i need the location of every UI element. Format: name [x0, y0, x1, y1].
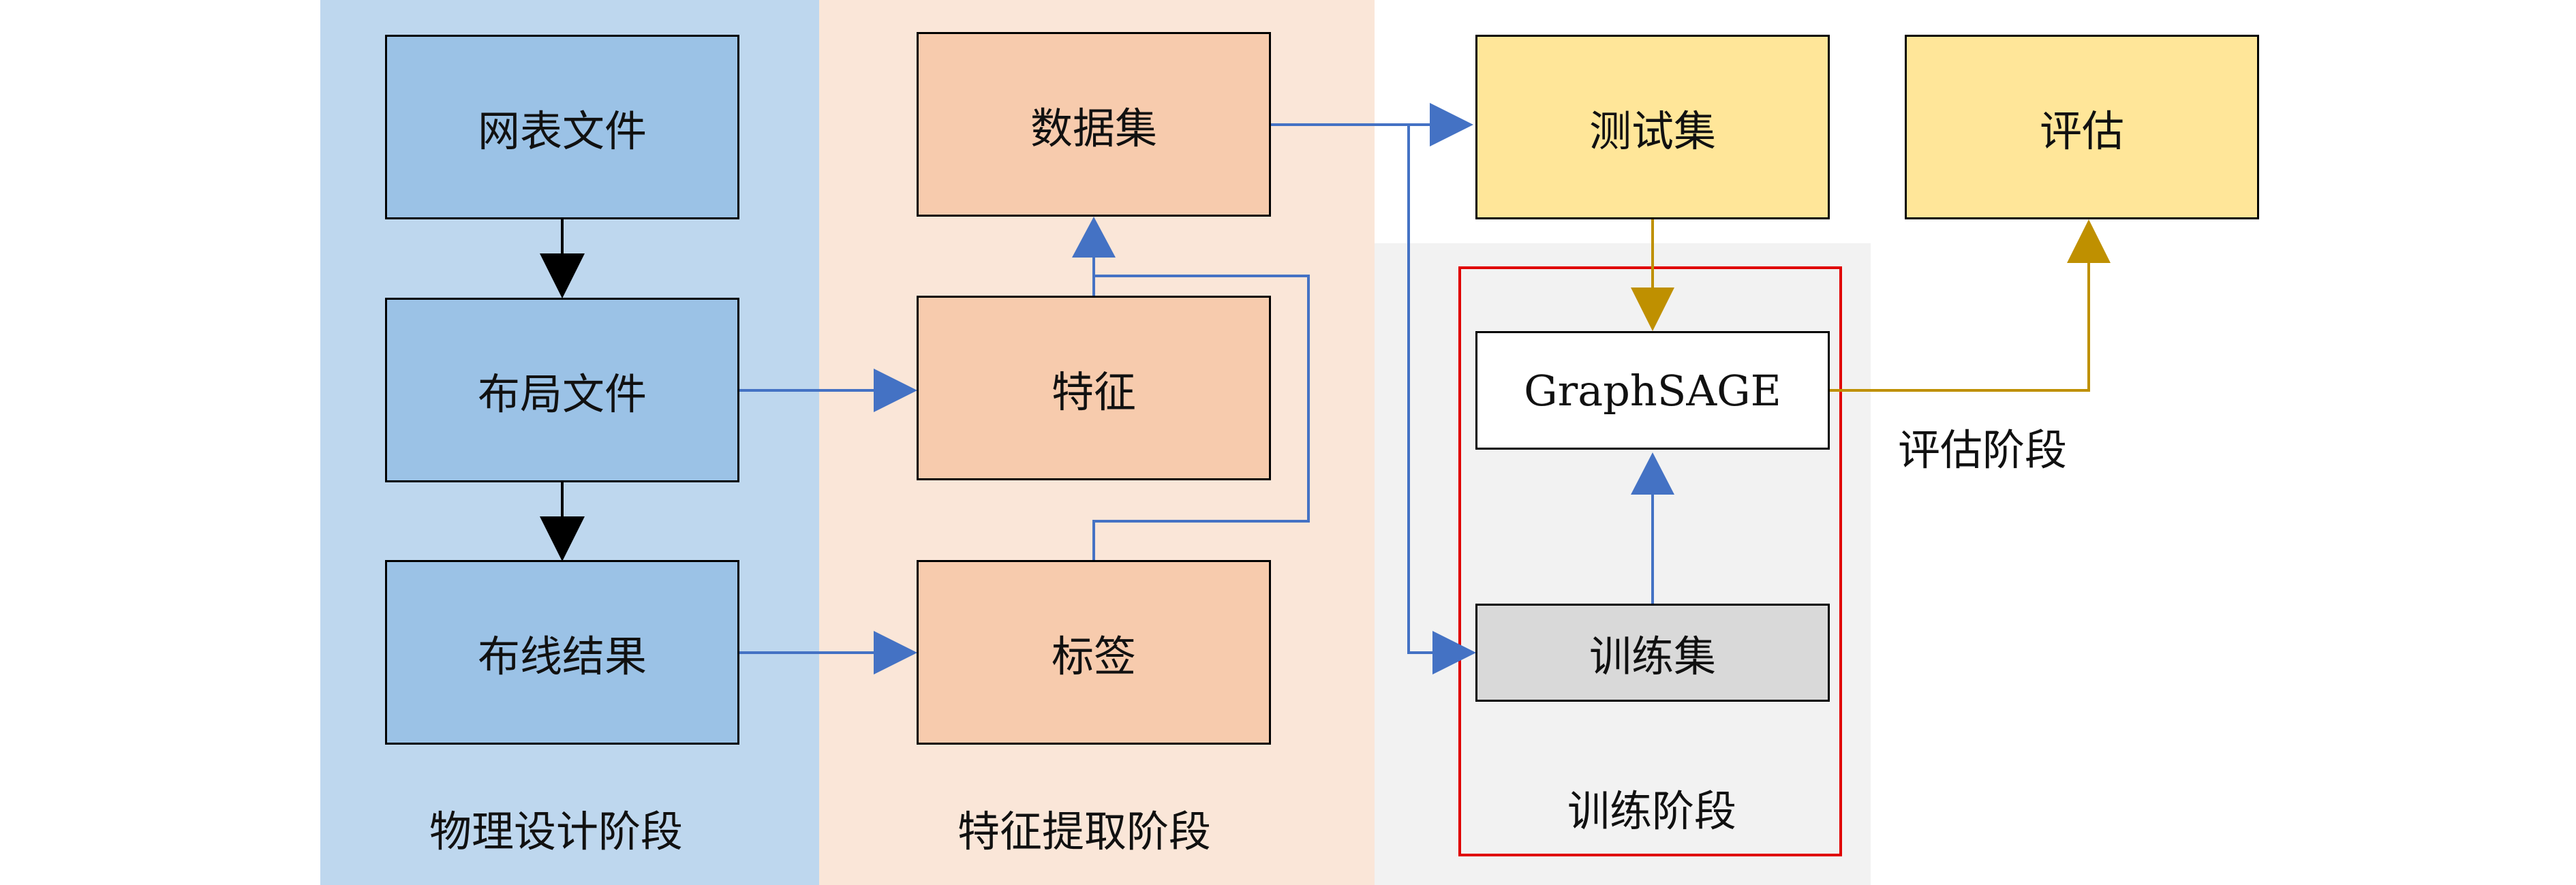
- node-graphsage-model: GraphSAGE: [1475, 331, 1830, 450]
- arrowhead-netlist-to-layout: [540, 253, 585, 298]
- arrow-model-to-evaluation: [1828, 260, 2090, 392]
- label-physical-design-stage: 物理设计阶段: [429, 807, 684, 856]
- node-dataset: 数据集: [917, 32, 1271, 217]
- node-routing-result: 布线结果: [385, 560, 739, 745]
- arrow-dataset-to-trainset: [1407, 125, 1435, 654]
- node-evaluation: 评估: [1905, 35, 2259, 219]
- node-labels: 标签: [917, 560, 1271, 745]
- node-netlist-file: 网表文件: [385, 35, 739, 219]
- label-training-stage: 训练阶段: [1567, 786, 1737, 836]
- arrowhead-layout-to-routing: [540, 516, 585, 561]
- arrow-labels-to-dataset: [1092, 275, 1310, 560]
- label-evaluation-stage: 评估阶段: [1898, 425, 2068, 475]
- node-layout-file: 布局文件: [385, 298, 739, 482]
- node-training-set: 训练集: [1475, 604, 1830, 702]
- label-feature-extraction-stage: 特征提取阶段: [957, 807, 1212, 856]
- node-test-set: 测试集: [1475, 35, 1830, 219]
- node-features: 特征: [917, 296, 1271, 480]
- training-stage-border: [1458, 266, 1842, 856]
